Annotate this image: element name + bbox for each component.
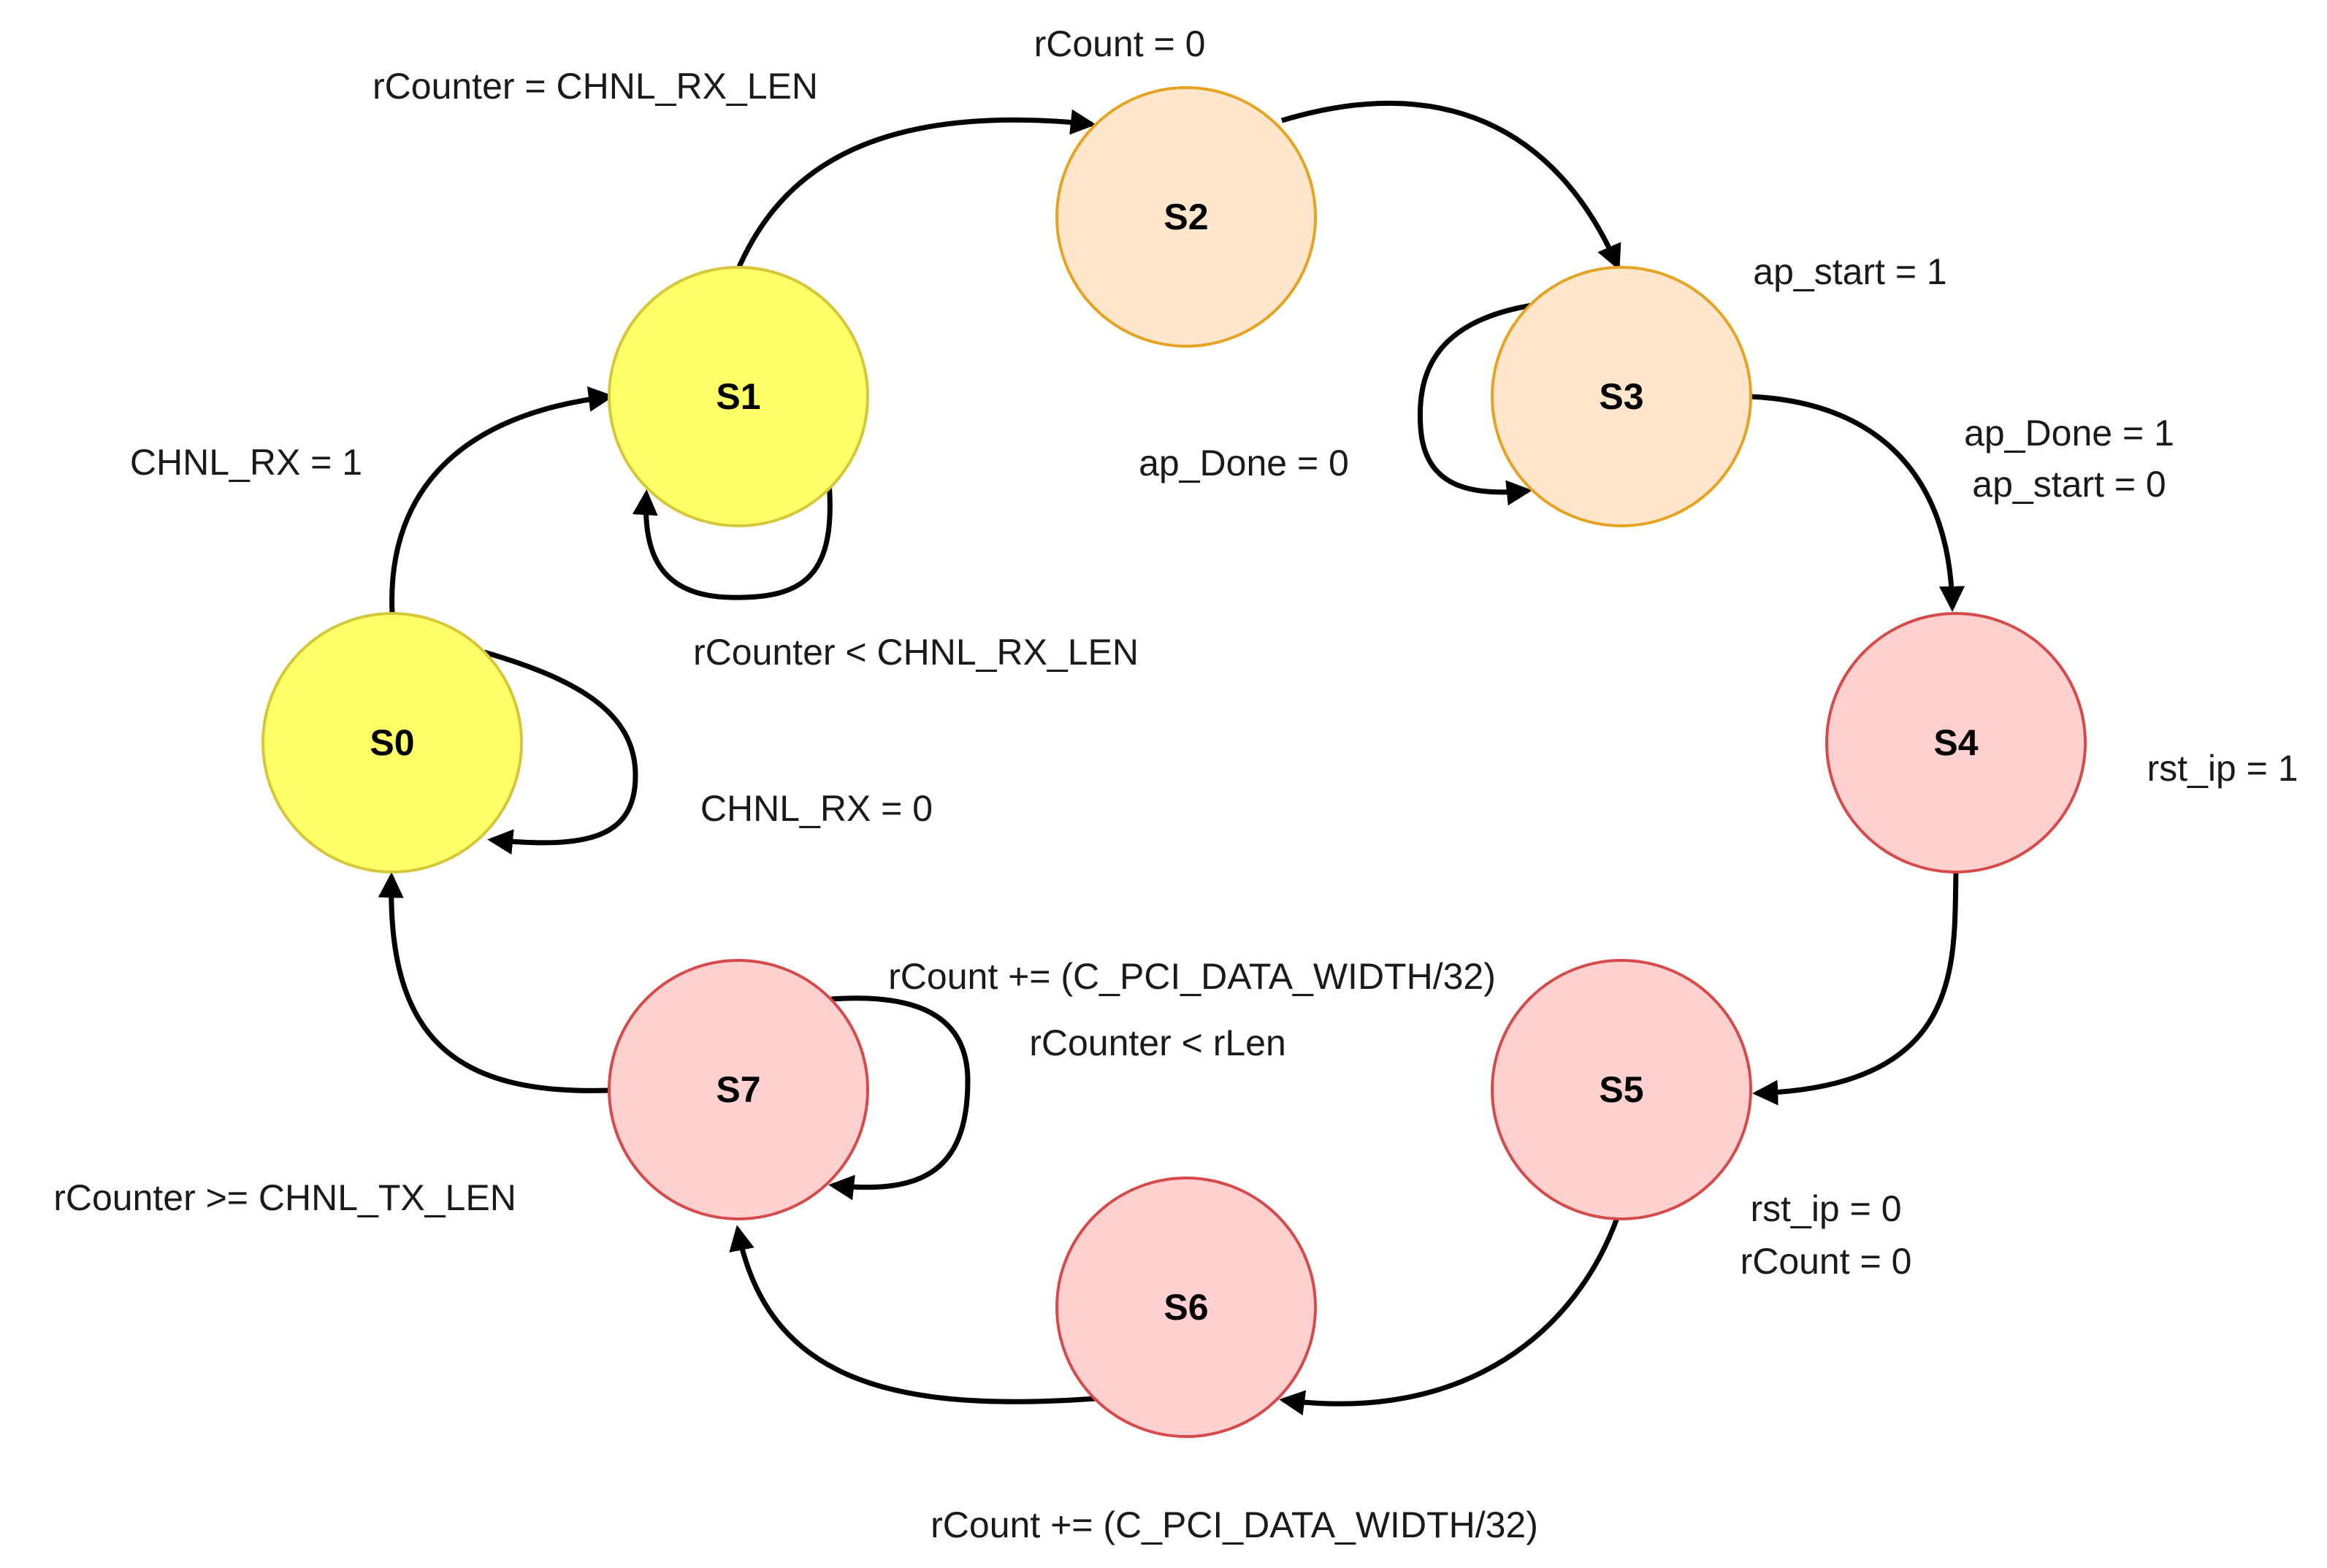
state-s5-label: S5	[1599, 1069, 1643, 1110]
state-s3: S3	[1491, 266, 1752, 527]
state-s4: S4	[1825, 612, 2087, 873]
state-s0-circle	[261, 612, 523, 873]
edge-s7-self	[828, 995, 971, 1201]
label-s7-self-line2: rCounter < rLen	[1029, 1022, 1286, 1063]
state-s1-label: S1	[716, 376, 760, 417]
state-s7-circle	[608, 959, 869, 1220]
edge-s1-self	[632, 481, 833, 600]
edge-s1-s2	[735, 109, 1096, 272]
state-s6: S6	[1055, 1177, 1317, 1438]
state-s6-circle	[1055, 1177, 1317, 1438]
state-s6-label: S6	[1164, 1287, 1208, 1328]
edge-s5-s6	[1279, 1215, 1621, 1416]
state-s2-label: S2	[1164, 196, 1208, 237]
label-s1-self: rCounter < CHNL_RX_LEN	[693, 632, 1139, 673]
label-s0-self: CHNL_RX = 0	[700, 788, 933, 829]
state-s2: S2	[1055, 86, 1317, 348]
edge-s6-s7	[729, 1225, 1096, 1404]
label-s2-s3: rCount = 0	[1034, 23, 1206, 64]
label-s3-start: ap_start = 1	[1753, 251, 1946, 292]
state-s3-label: S3	[1599, 376, 1643, 417]
state-s5: S5	[1491, 959, 1752, 1220]
label-s6-s7: rCount += (C_PCI_DATA_WIDTH/32)	[931, 1504, 1538, 1545]
edge-s2-s3	[1280, 100, 1621, 271]
state-s0: S0	[261, 612, 523, 873]
state-s7: S7	[608, 959, 869, 1220]
edge-s0-s1	[389, 386, 614, 614]
label-s1-s2: rCounter = CHNL_RX_LEN	[372, 66, 818, 107]
label-s7-self-line1: rCount += (C_PCI_DATA_WIDTH/32)	[888, 956, 1496, 997]
label-s5-s6-line2: rCount = 0	[1741, 1241, 1912, 1282]
label-s3-s4-line2: ap_start = 0	[1972, 464, 2166, 505]
edge-s7-s0	[378, 872, 611, 1093]
state-s0-label: S0	[370, 722, 414, 763]
edge-s3-s4	[1749, 394, 1965, 612]
label-s3-self: ap_Done = 0	[1139, 443, 1349, 483]
state-s4-circle	[1825, 612, 2087, 873]
state-s3-circle	[1491, 266, 1752, 527]
label-s7-s0: rCounter >= CHNL_TX_LEN	[53, 1177, 516, 1218]
label-s5-s6-line1: rst_ip = 0	[1750, 1188, 1901, 1229]
label-s0-s1: CHNL_RX = 1	[130, 442, 362, 483]
state-s5-circle	[1491, 959, 1752, 1220]
state-s7-label: S7	[716, 1069, 760, 1110]
edge-s3-self	[1417, 302, 1533, 506]
state-s1-circle	[608, 266, 869, 527]
edge-s0-self	[484, 649, 638, 855]
label-s4-s5: rst_ip = 1	[2147, 748, 2298, 789]
state-s4-label: S4	[1933, 722, 1978, 763]
edge-s4-s5	[1752, 872, 1959, 1106]
state-s1: S1	[608, 266, 869, 527]
label-s3-s4-line1: ap_Done = 1	[1964, 413, 2174, 454]
state-s2-circle	[1055, 86, 1317, 348]
